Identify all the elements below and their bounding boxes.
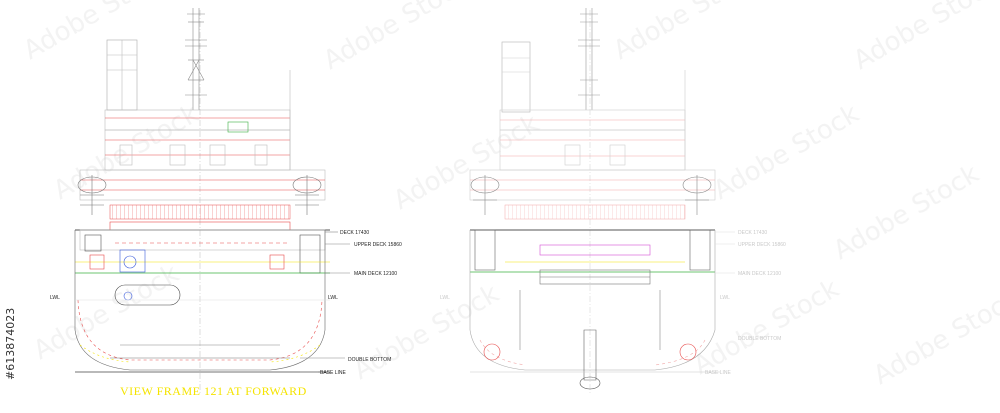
label-upper-deck: UPPER DECK 15860 (738, 242, 786, 248)
mast (185, 8, 207, 110)
label-base-line: BASE LINE (705, 370, 732, 376)
watermark: Adobe Stock (29, 259, 185, 366)
davit-right (682, 175, 712, 215)
label-main-deck: MAIN DECK 12100 (738, 271, 781, 277)
hull-outline (469, 230, 716, 371)
label-upper-deck: UPPER DECK 15860 (354, 242, 402, 248)
label-base-line: BASE LINE (320, 370, 347, 376)
label-deck-1: DECK 17430 (340, 230, 369, 236)
stock-id-label: #613874023 (4, 308, 17, 380)
label-lwl-left: LWL (50, 295, 60, 301)
view-title: VIEW FRAME 121 AT FORWARD (120, 384, 307, 398)
watermark-layer: Adobe Stock Adobe Stock Adobe Stock Adob… (19, 0, 1000, 391)
label-lwl-right: LWL (328, 295, 338, 301)
watermark: Adobe Stock (689, 274, 845, 381)
label-lwl-right: LWL (720, 295, 730, 301)
watermark: Adobe Stock (609, 0, 765, 66)
label-deck-1: DECK 17430 (738, 230, 767, 236)
rudder (583, 329, 597, 381)
label-double-bottom: DOUBLE BOTTOM (738, 336, 781, 342)
deck-band-1 (79, 169, 326, 201)
funnel (501, 41, 531, 113)
watermark: Adobe Stock (709, 99, 865, 206)
watermark: Adobe Stock (849, 0, 1000, 76)
watermark: Adobe Stock (19, 0, 175, 66)
label-double-bottom: DOUBLE BOTTOM (348, 357, 391, 363)
davit-left (77, 175, 107, 215)
label-lwl-left: LWL (440, 295, 450, 301)
davit-right (292, 175, 322, 215)
left-ship-section (74, 8, 350, 395)
davit-left (470, 175, 500, 215)
watermark: Adobe Stock (319, 0, 475, 76)
label-main-deck: MAIN DECK 12100 (354, 271, 397, 277)
watermark: Adobe Stock (349, 279, 505, 386)
watermark: Adobe Stock (829, 159, 985, 266)
right-ship-section (469, 8, 735, 395)
mast (578, 8, 600, 110)
watermark: Adobe Stock (869, 284, 1000, 391)
